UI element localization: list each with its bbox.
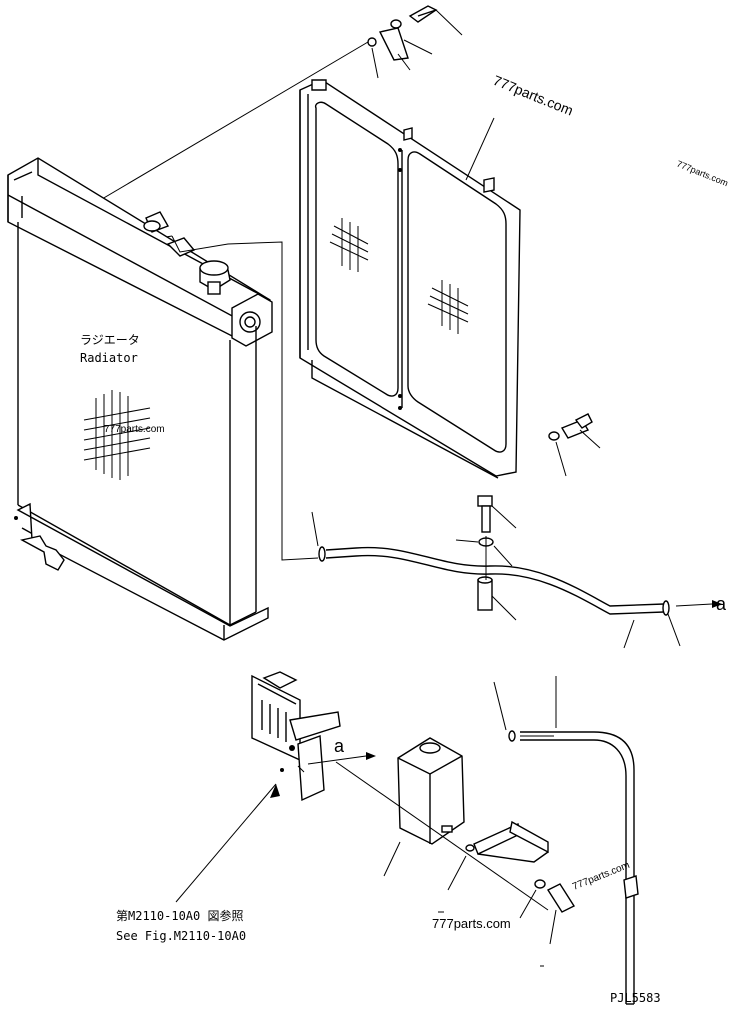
tank-strap <box>447 820 549 891</box>
watermark-5: 777parts.com <box>432 916 511 931</box>
overflow-hose <box>311 511 722 649</box>
watermark-2: 777parts.com <box>675 159 729 189</box>
radiator-label-en: Radiator <box>80 351 138 365</box>
radiator-label-jp: ラジエータ <box>80 333 140 347</box>
watermark-3: 777parts.com <box>104 424 165 435</box>
shroud-panel <box>299 79 521 479</box>
watermark-1: 777parts.com <box>491 72 576 119</box>
callout-a-hose: a <box>716 594 727 614</box>
radiator <box>7 157 273 641</box>
see-figure-label-en: See Fig.M2110-10A0 <box>116 929 246 943</box>
watermark-4: 777parts.com <box>571 860 631 893</box>
tank-bracket <box>251 671 341 802</box>
reserve-tank <box>383 737 465 877</box>
top-bolt-assembly <box>367 5 463 79</box>
drain-tube <box>493 676 639 1005</box>
tank-bolt <box>519 879 576 945</box>
drawing-code: PJL5583 <box>610 991 661 1005</box>
center-hardware <box>455 495 517 621</box>
callout-a-bracket: a <box>334 736 345 756</box>
see-figure-label-jp: 第M2110-10A0 図参照 <box>116 908 243 923</box>
shroud-bolt <box>548 413 601 477</box>
